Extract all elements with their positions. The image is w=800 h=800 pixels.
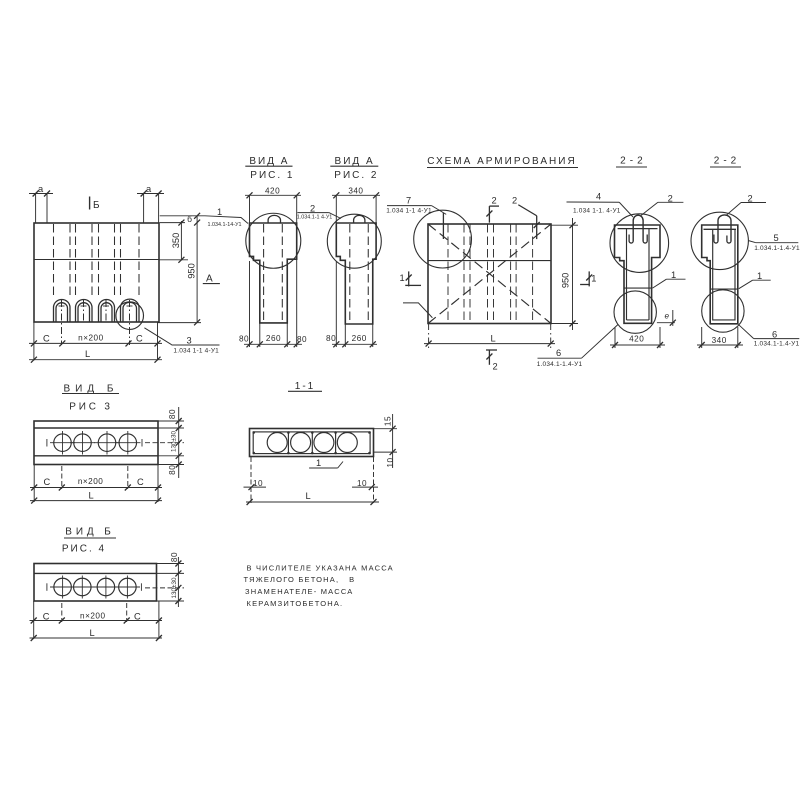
- svg-text:950: 950: [187, 263, 197, 279]
- svg-text:n×200: n×200: [78, 334, 104, 343]
- svg-text:ЗНАМЕНАТЕЛЕ- МАССА: ЗНАМЕНАТЕЛЕ- МАССА: [245, 587, 353, 596]
- svg-text:C: C: [137, 477, 144, 487]
- svg-text:РИС. 4: РИС. 4: [62, 544, 106, 555]
- svg-text:1: 1: [671, 270, 676, 280]
- svg-text:КЕРАМЗИТОБЕТОНА.: КЕРАМЗИТОБЕТОНА.: [247, 599, 344, 608]
- svg-text:1.034 1-1 4-У1: 1.034 1-1 4-У1: [173, 348, 219, 355]
- svg-text:260: 260: [266, 334, 281, 343]
- svg-text:1: 1: [316, 458, 321, 468]
- svg-text:950: 950: [561, 273, 571, 289]
- svg-text:130±30: 130±30: [171, 577, 178, 598]
- svg-text:1-1: 1-1: [295, 381, 315, 392]
- svg-text:7: 7: [406, 196, 411, 206]
- svg-text:ВИД А: ВИД А: [335, 156, 375, 167]
- svg-text:РИС 3: РИС 3: [69, 402, 112, 413]
- svg-text:C: C: [136, 334, 143, 344]
- svg-text:2: 2: [512, 195, 517, 205]
- svg-text:РИС. 2: РИС. 2: [334, 170, 378, 181]
- svg-text:L: L: [491, 334, 496, 344]
- svg-text:2: 2: [310, 204, 315, 214]
- svg-text:ВИД А: ВИД А: [249, 156, 289, 167]
- svg-text:1: 1: [591, 274, 596, 284]
- svg-text:420: 420: [629, 335, 644, 344]
- svg-text:1: 1: [757, 271, 762, 281]
- svg-text:130±30: 130±30: [171, 431, 178, 452]
- svg-text:a: a: [146, 184, 152, 194]
- svg-text:1: 1: [217, 207, 222, 217]
- svg-text:2-2: 2-2: [714, 155, 740, 166]
- svg-text:5: 5: [774, 233, 779, 243]
- svg-text:L: L: [90, 628, 95, 638]
- svg-text:ВИД Б: ВИД Б: [65, 527, 114, 538]
- svg-text:80: 80: [170, 552, 179, 562]
- svg-text:80: 80: [168, 409, 177, 419]
- svg-text:L: L: [85, 349, 90, 359]
- svg-text:ВИД Б: ВИД Б: [64, 384, 119, 395]
- svg-text:e: e: [665, 312, 670, 321]
- svg-text:1.034 1-1 4-У1: 1.034 1-1 4-У1: [386, 208, 432, 215]
- svg-text:А: А: [206, 274, 213, 285]
- svg-text:Б: Б: [93, 200, 100, 211]
- svg-text:1.034.1-1.4-У1: 1.034.1-1.4-У1: [537, 361, 583, 368]
- svg-text:1.034.1-14-У1: 1.034.1-14-У1: [208, 222, 242, 228]
- svg-text:15: 15: [384, 416, 393, 426]
- svg-text:n×200: n×200: [80, 612, 106, 621]
- svg-text:C: C: [44, 477, 51, 487]
- svg-text:б: б: [187, 214, 192, 224]
- svg-text:6: 6: [556, 348, 561, 358]
- svg-text:a: a: [38, 184, 44, 194]
- svg-text:6: 6: [772, 330, 777, 340]
- svg-text:2: 2: [668, 194, 673, 204]
- svg-text:80: 80: [239, 334, 249, 343]
- svg-text:L: L: [89, 490, 94, 500]
- svg-text:ТЯЖЕЛОГО БЕТОНА, В: ТЯЖЕЛОГО БЕТОНА, В: [244, 575, 356, 584]
- svg-text:1.034 1-1. 4-У1: 1.034 1-1. 4-У1: [573, 208, 621, 215]
- svg-text:2: 2: [492, 195, 497, 205]
- svg-text:n×200: n×200: [78, 477, 104, 486]
- svg-text:260: 260: [352, 334, 367, 343]
- svg-text:C: C: [134, 611, 141, 621]
- svg-text:1.034.1-1.4-У1: 1.034.1-1.4-У1: [754, 245, 800, 252]
- svg-text:80: 80: [297, 335, 307, 344]
- svg-text:3: 3: [187, 336, 192, 346]
- svg-text:C: C: [43, 611, 50, 621]
- svg-text:РИС. 1: РИС. 1: [250, 170, 294, 181]
- svg-text:340: 340: [712, 336, 727, 345]
- svg-text:4: 4: [596, 191, 601, 201]
- svg-text:L: L: [306, 491, 311, 501]
- svg-text:350: 350: [171, 233, 181, 249]
- svg-text:1.034.1-1.4-У1: 1.034.1-1.4-У1: [754, 340, 800, 347]
- svg-text:C: C: [43, 334, 50, 344]
- svg-text:80: 80: [168, 465, 177, 475]
- svg-text:420: 420: [265, 186, 280, 195]
- svg-text:2-2: 2-2: [620, 155, 646, 166]
- svg-text:СХЕМА АРМИРОВАНИЯ: СХЕМА АРМИРОВАНИЯ: [427, 156, 576, 167]
- svg-text:80: 80: [326, 334, 336, 343]
- svg-text:10: 10: [357, 479, 367, 488]
- svg-text:1: 1: [400, 273, 405, 283]
- svg-text:340: 340: [348, 186, 363, 195]
- svg-text:1.034.1-1 4-У1: 1.034.1-1 4-У1: [297, 215, 333, 221]
- svg-text:2: 2: [493, 362, 498, 372]
- svg-text:2: 2: [748, 194, 753, 204]
- svg-text:10: 10: [253, 479, 263, 488]
- svg-text:В ЧИСЛИТЕЛЕ УКАЗАНА МАССА: В ЧИСЛИТЕЛЕ УКАЗАНА МАССА: [247, 564, 394, 573]
- svg-text:10: 10: [386, 457, 395, 467]
